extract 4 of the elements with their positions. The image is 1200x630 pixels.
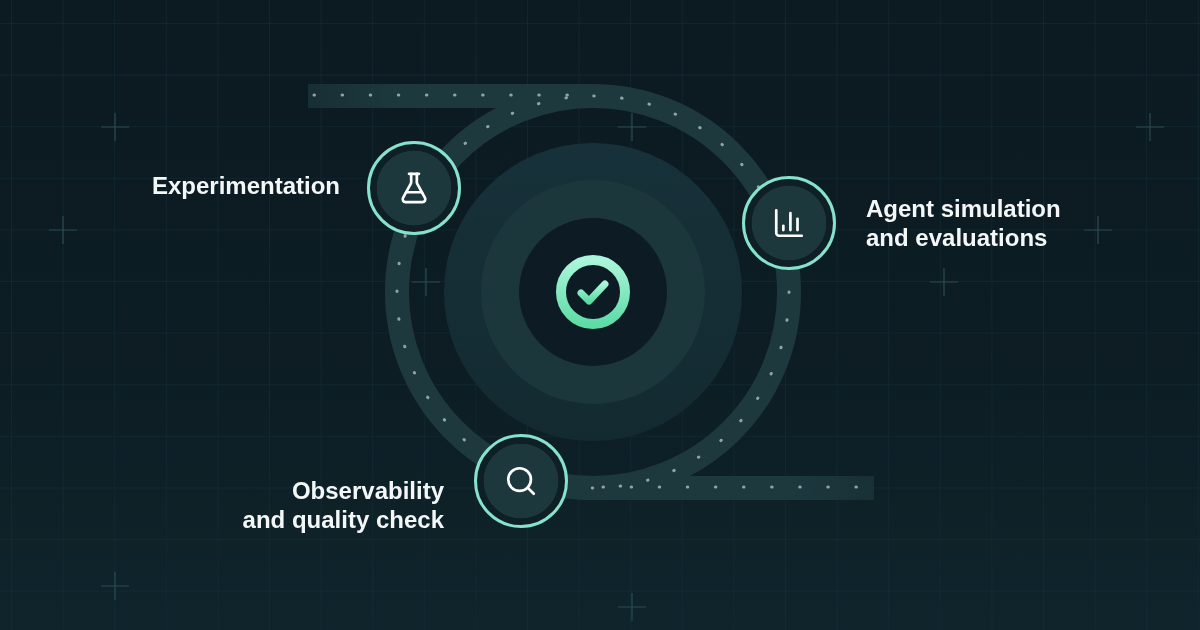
step-label: Agent simulation and evaluations	[866, 194, 1062, 252]
step-circle	[742, 176, 836, 270]
step-label: Experimentation	[151, 170, 340, 200]
step-label: Observability and quality check	[241, 476, 444, 534]
